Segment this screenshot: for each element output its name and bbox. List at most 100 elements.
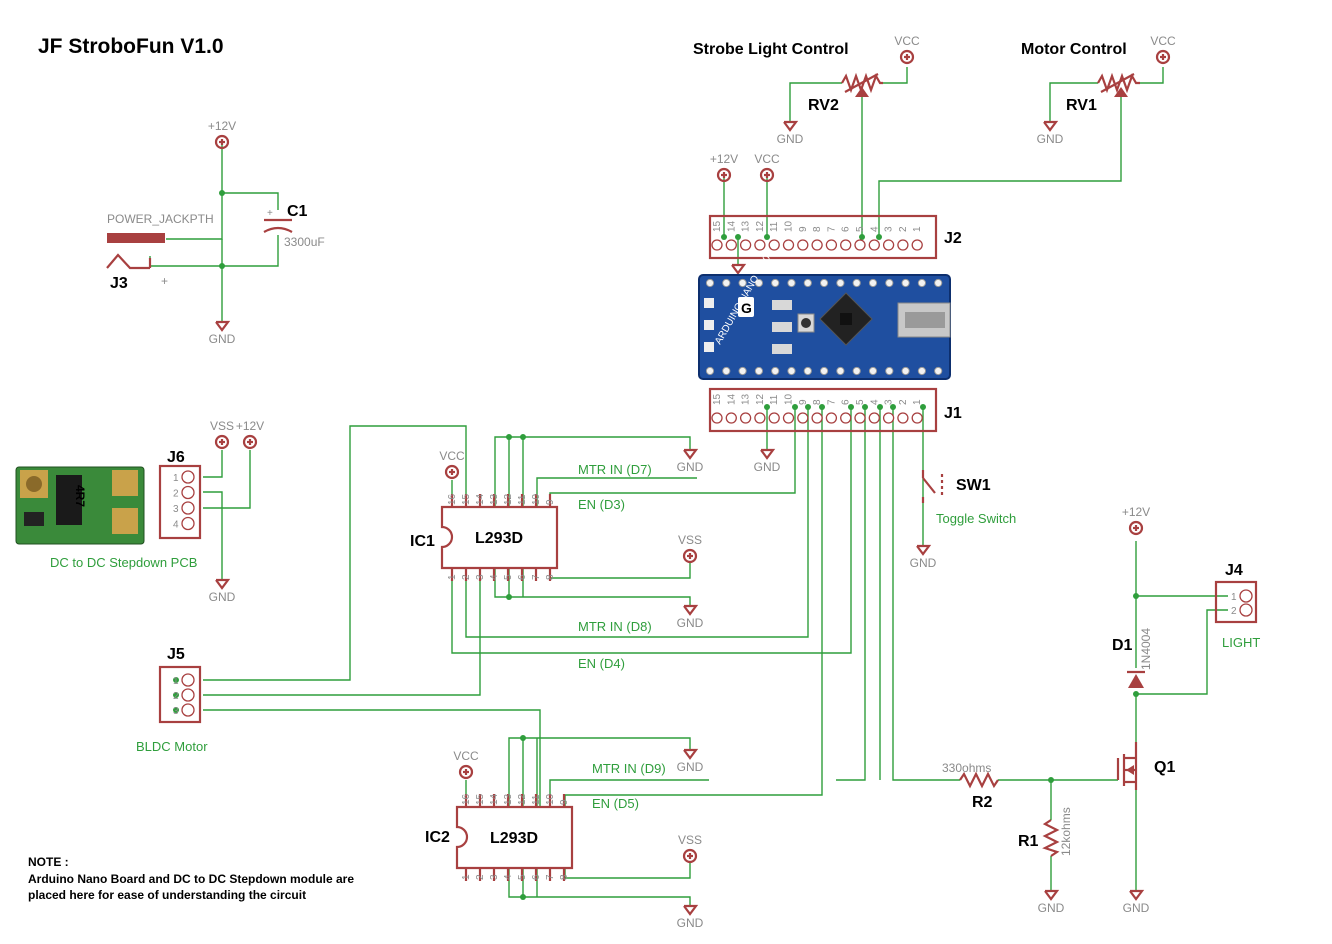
- header-pin-number: 7: [826, 399, 837, 405]
- header-pin: [754, 412, 766, 424]
- potentiometer-rv1: [1097, 72, 1140, 97]
- ic-pin-number: 7: [545, 874, 556, 880]
- header-j2: [708, 214, 938, 260]
- ic-pin-number: 14: [489, 793, 500, 805]
- ic-pin-number: 13: [489, 493, 500, 505]
- connector-j6: [158, 464, 202, 540]
- header-pin-number: 14: [726, 220, 737, 232]
- header-pin-number: 5: [855, 399, 866, 405]
- q1-ref: Q1: [1154, 759, 1175, 776]
- plus12v-j2-symbol-label: +12V: [710, 152, 738, 166]
- header-pin-number: 12: [755, 220, 766, 232]
- header-pin: [725, 412, 737, 424]
- header-pin-number: 3: [884, 399, 895, 405]
- header-pin-number: 2: [898, 226, 909, 232]
- gnd-r1-symbol-label: GND: [1038, 901, 1065, 915]
- vcc-ic1-symbol: VCC: [439, 449, 465, 480]
- ic-pin-number: 7: [531, 574, 542, 580]
- gnd-ic1-bottom-symbol-label: GND: [677, 616, 704, 630]
- header-pin-number: 6: [841, 226, 852, 232]
- gnd-j6-symbol-label: GND: [209, 590, 236, 604]
- vss-ic2-symbol: VSS: [678, 833, 702, 864]
- header-pin: [854, 412, 866, 424]
- header-pin-number: 1: [912, 226, 923, 232]
- strobe-light-heading: Strobe Light Control: [693, 41, 849, 58]
- connector-pin-number: 1: [1231, 592, 1237, 603]
- net-label-mtr-d9: MTR IN (D9): [592, 761, 666, 776]
- header-pin-number: 14: [726, 393, 737, 405]
- header-pin: [768, 412, 780, 424]
- connector-pin: [181, 673, 195, 687]
- junction-dots: [173, 190, 1139, 900]
- svg-text:+: +: [267, 208, 273, 219]
- header-pin-number: 6: [841, 399, 852, 405]
- c1-value: 3300uF: [284, 235, 325, 249]
- r2-value: 330ohms: [942, 761, 991, 775]
- ic-pin-number: 10: [545, 793, 556, 805]
- capacitor-c1: +: [263, 208, 293, 233]
- header-pin-number: 13: [741, 220, 752, 232]
- schematic-title: JF StroboFun V1.0: [38, 35, 224, 58]
- connector-pin: [181, 516, 195, 531]
- ic-pin-number: 4: [489, 574, 500, 580]
- plus12v-c1-symbol: +12V: [208, 119, 236, 150]
- ic-pin-number: 2: [461, 574, 472, 580]
- header-pin: [782, 239, 795, 251]
- ic1-ref: IC1: [410, 533, 435, 550]
- connector-pin-number: 3: [173, 706, 179, 717]
- header-pin: [840, 239, 852, 251]
- gnd-ic2-bottom-symbol: GND: [677, 904, 704, 930]
- j4-pins: 12: [1231, 589, 1253, 617]
- header-pin-number: 10: [784, 393, 795, 405]
- gnd-rv2-symbol: GND: [777, 120, 804, 146]
- header-pin: [840, 412, 852, 424]
- ic2-body: [455, 805, 574, 870]
- header-pin: [711, 412, 723, 424]
- ic-pin-number: 6: [531, 874, 542, 880]
- vcc-rv1-symbol-label: VCC: [1150, 34, 1176, 48]
- connector-pin-number: 3: [173, 504, 179, 515]
- ic-pin-number: 1: [461, 874, 472, 880]
- d1-ref: D1: [1112, 637, 1133, 654]
- plus12v-j2-symbol: +12V: [710, 152, 738, 183]
- ic-pin-number: 3: [475, 574, 486, 580]
- header-pin: [711, 239, 723, 251]
- header-pin-number: 2: [898, 399, 909, 405]
- wires: [149, 67, 1228, 906]
- c1-ref: C1: [287, 203, 308, 220]
- ic-pin-number: 11: [517, 494, 528, 505]
- gnd-j6-symbol: GND: [209, 578, 236, 604]
- j1-ref: J1: [944, 405, 962, 422]
- gnd-sw1-symbol: GND: [910, 544, 937, 570]
- header-pin-number: 3: [884, 226, 895, 232]
- header-pin: [811, 412, 823, 424]
- ic-pin-number: 13: [503, 793, 514, 805]
- header-pin-number: 1: [912, 399, 923, 405]
- gnd-ic2-top-symbol: GND: [677, 748, 704, 774]
- ic2-ref: IC2: [425, 829, 450, 846]
- ic-pin-number: 11: [531, 794, 542, 805]
- ic-pin-number: 15: [461, 493, 472, 505]
- header-pin: [911, 239, 923, 251]
- gnd-ic1-top-symbol-label: GND: [677, 460, 704, 474]
- header-pin: [825, 412, 838, 424]
- header-pin-number: 11: [769, 394, 780, 405]
- connector-pin: [1239, 603, 1253, 617]
- ic-pin-number: 8: [559, 874, 570, 880]
- header-pin: [882, 239, 895, 251]
- header-pin: [754, 239, 766, 251]
- vcc-j2-symbol: VCC: [754, 152, 780, 183]
- rv1-ref: RV1: [1066, 97, 1097, 114]
- ic-pin-number: 5: [517, 874, 528, 880]
- inductor-marking: 4R7: [73, 485, 87, 507]
- plus12v-j6-symbol: +12V: [236, 419, 264, 450]
- header-pin-number: 9: [798, 399, 809, 405]
- vss-j6-symbol-label: VSS: [210, 419, 234, 433]
- gnd-rv1-symbol-label: GND: [1037, 132, 1064, 146]
- plus12v-j6-symbol-label: +12V: [236, 419, 264, 433]
- header-pin: [882, 412, 895, 424]
- header-pin: [768, 239, 780, 251]
- connector-pin: [181, 688, 195, 702]
- gnd-j1-symbol: GND: [754, 448, 781, 474]
- gnd-q1-symbol: GND: [1123, 889, 1150, 915]
